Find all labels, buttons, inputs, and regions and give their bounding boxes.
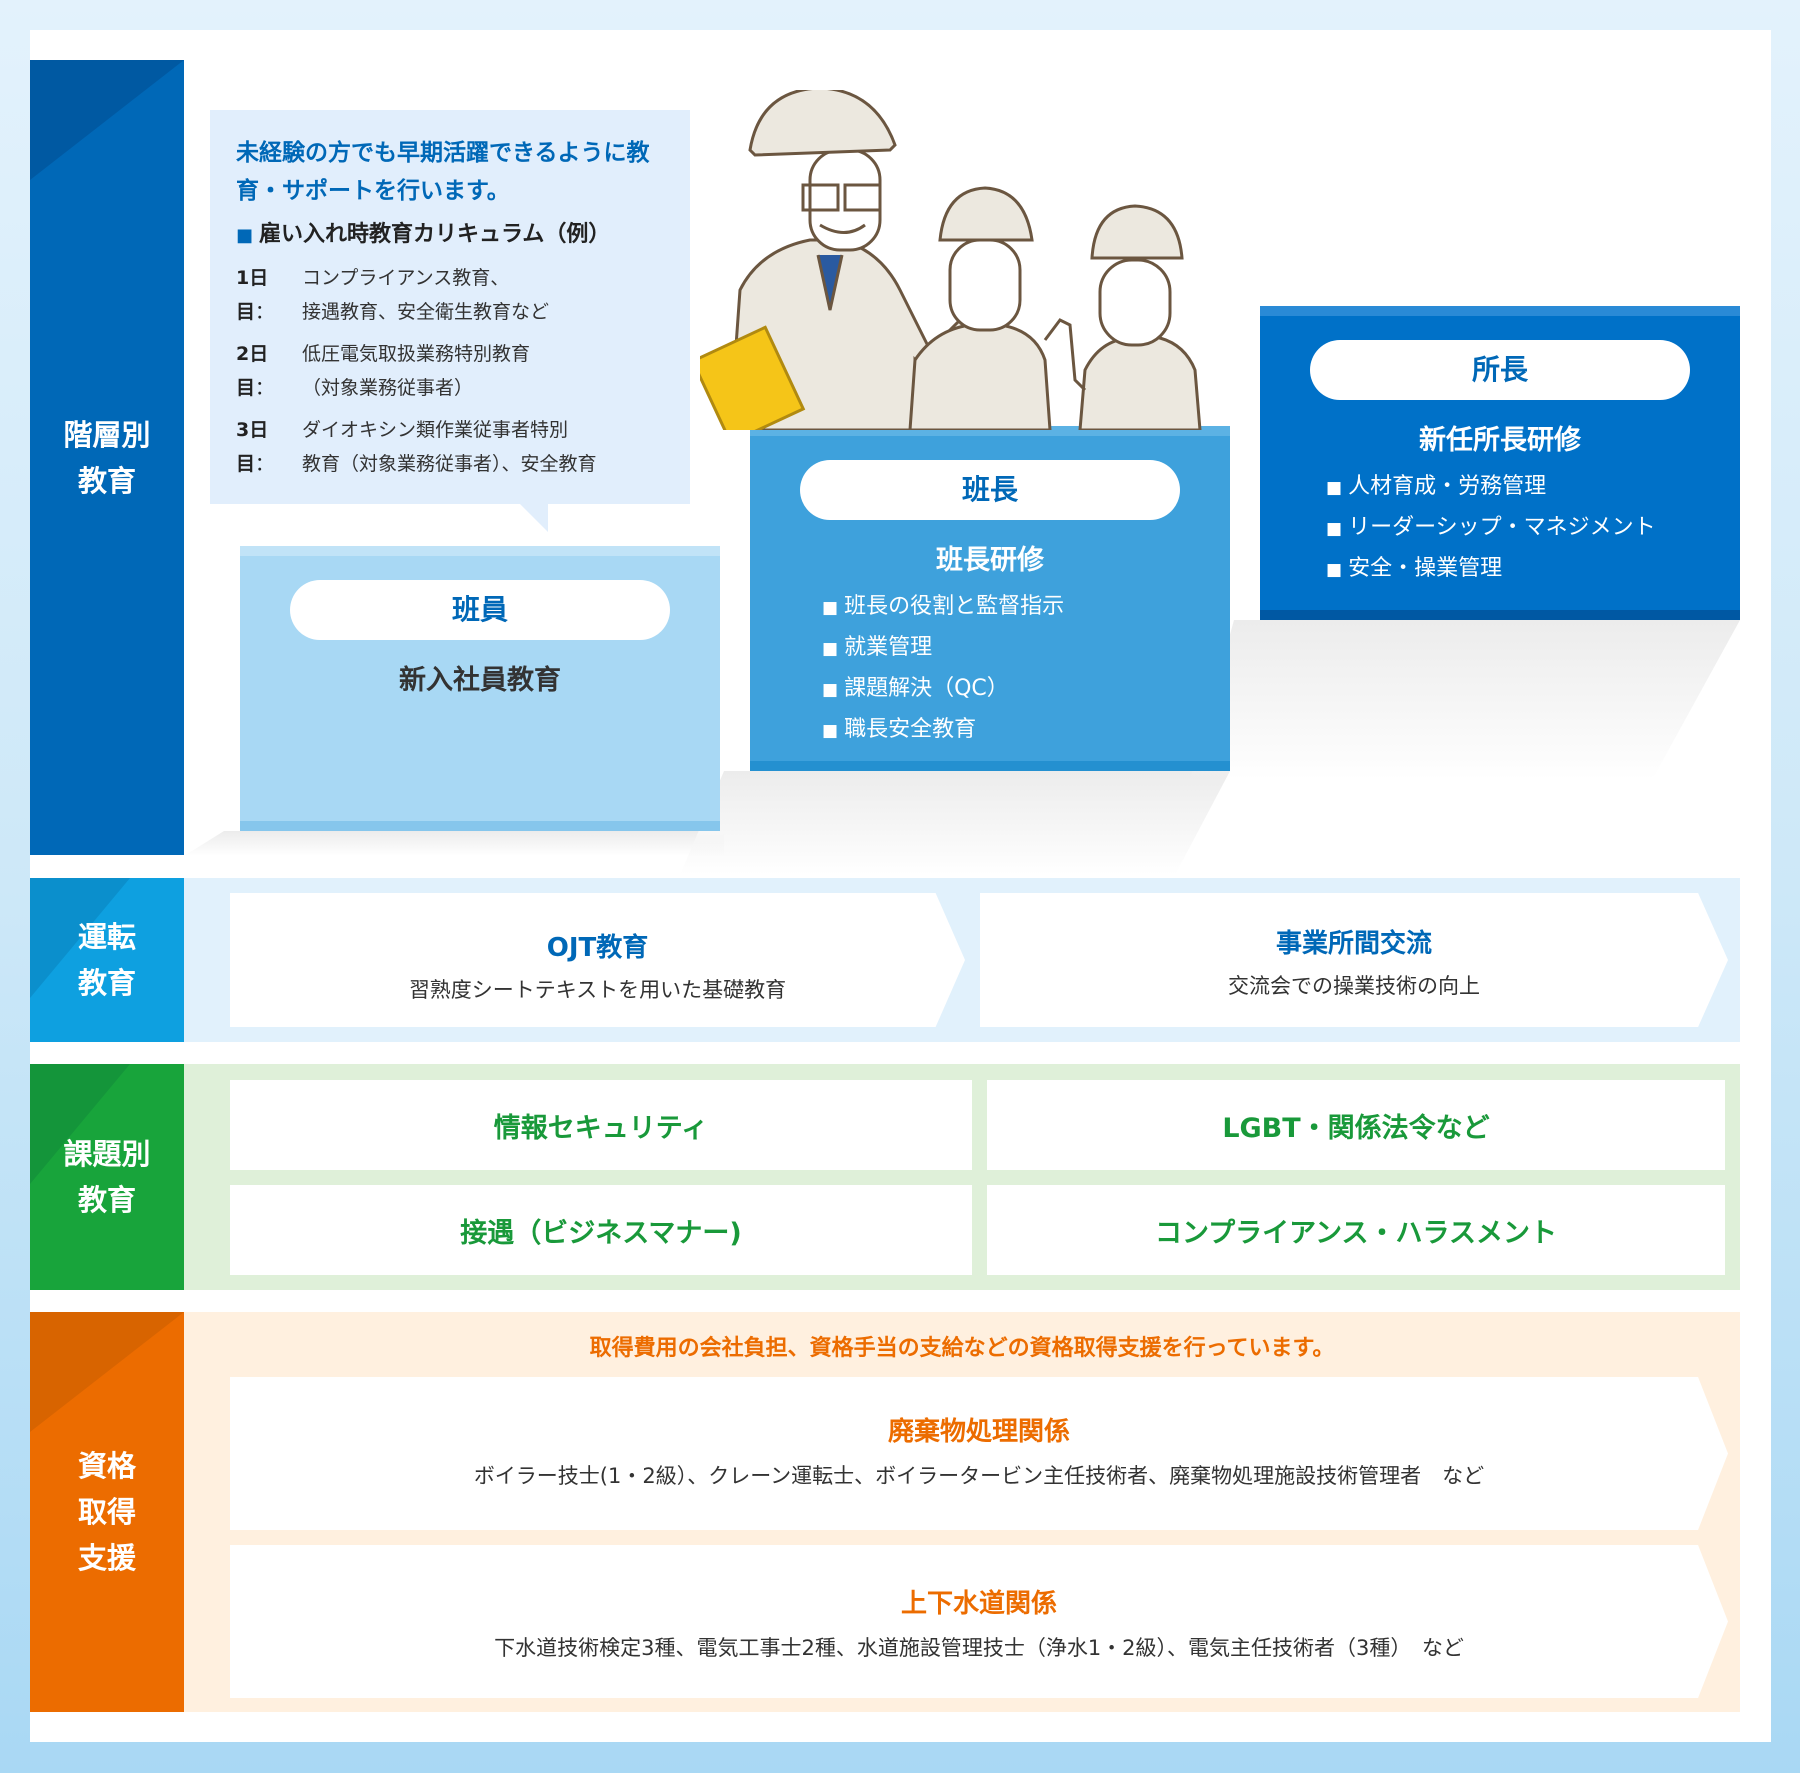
- qualification-item: 上下水道関係 下水道技術検定3種、電気工事士2種、水道施設管理技士（浄水1・2級…: [230, 1545, 1728, 1698]
- role-pill: 班長: [800, 460, 1180, 520]
- curriculum-heading-text: 雇い入れ時教育カリキュラム（例）: [259, 222, 611, 247]
- square-bullet-icon: ■: [822, 598, 839, 618]
- curriculum-day: 1日目： コンプライアンス教育、 接遇教育、安全衛生教育など: [236, 261, 666, 329]
- issue-item: 情報セキュリティ: [230, 1080, 972, 1170]
- level-title: 新任所長研修: [1419, 425, 1581, 456]
- training-list: ■人材育成・労務管理 ■リーダーシップ・マネジメント ■安全・操業管理: [1326, 467, 1740, 590]
- section-label-issue: 課題別 教育: [30, 1064, 184, 1290]
- list-item: ■就業管理: [822, 635, 933, 660]
- curriculum-day: 3日目： ダイオキシン類作業従事者特別 教育（対象業務従事者）、安全教育: [236, 413, 666, 481]
- square-bullet-icon: ■: [236, 225, 254, 246]
- curriculum-day: 2日目： 低圧電気取扱業務特別教育 （対象業務従事者）: [236, 337, 666, 405]
- item-desc: ボイラー技士(1・2級）、クレーン運転士、ボイラータービン主任技術者、廃棄物処理…: [473, 1464, 1485, 1488]
- step-shadow: [1190, 620, 1740, 780]
- bubble-lead-text: 未経験の方でも早期活躍できるように教育・サポートを行います。: [236, 140, 650, 204]
- section-label-text: 運転 教育: [77, 920, 136, 1000]
- section-label-text: 課題別 教育: [63, 1137, 151, 1217]
- curriculum-heading: ■雇い入れ時教育カリキュラム（例）: [236, 218, 666, 253]
- item-title: OJT教育: [546, 933, 649, 963]
- step-shadow: [184, 831, 724, 856]
- list-item: ■安全・操業管理: [1326, 556, 1503, 581]
- item-desc: 下水道技術検定3種、電気工事士2種、水道施設管理技士（浄水1・2級）、電気主任技…: [494, 1636, 1464, 1660]
- level-box-manager: 所長 新任所長研修 ■人材育成・労務管理 ■リーダーシップ・マネジメント ■安全…: [1260, 306, 1740, 620]
- workers-illustration-icon: [700, 90, 1202, 430]
- list-item: ■人材育成・労務管理: [1326, 474, 1547, 499]
- issue-item: コンプライアンス・ハラスメント: [987, 1185, 1725, 1275]
- item-desc: 習熟度シートテキストを用いた基礎教育: [408, 978, 787, 1002]
- day-label: 1日目：: [236, 267, 275, 323]
- square-bullet-icon: ■: [1326, 478, 1343, 498]
- section-label-qualification: 資格 取得 支援: [30, 1312, 184, 1712]
- day-text: ダイオキシン類作業従事者特別 教育（対象業務従事者）、安全教育: [302, 419, 597, 475]
- square-bullet-icon: ■: [1326, 519, 1343, 539]
- section-label-operation: 運転 教育: [30, 878, 184, 1042]
- list-item: ■課題解決（QC）: [822, 676, 1009, 701]
- training-list: ■班長の役割と監督指示 ■就業管理 ■課題解決（QC） ■職長安全教育: [822, 587, 1230, 751]
- square-bullet-icon: ■: [822, 721, 839, 741]
- level-title: 新入社員教育: [399, 665, 561, 696]
- list-item: ■リーダーシップ・マネジメント: [1326, 515, 1656, 540]
- curriculum-speech-bubble: 未経験の方でも早期活躍できるように教育・サポートを行います。 ■雇い入れ時教育カ…: [210, 110, 690, 532]
- step-shadow: [680, 771, 1230, 875]
- role-pill: 所長: [1310, 340, 1690, 400]
- day-label: 2日目：: [236, 343, 275, 399]
- issue-item: LGBT・関係法令など: [987, 1080, 1725, 1170]
- section-label-text: 資格 取得 支援: [77, 1449, 136, 1575]
- operation-item-exchange: 事業所間交流 交流会での操業技術の向上: [980, 893, 1728, 1027]
- item-desc: 交流会での操業技術の向上: [1228, 974, 1480, 998]
- list-item: ■職長安全教育: [822, 717, 977, 742]
- role-pill: 班員: [290, 580, 670, 640]
- item-title: 事業所間交流: [1275, 929, 1432, 959]
- square-bullet-icon: ■: [1326, 560, 1343, 580]
- section-label-hierarchy: 階層別 教育: [30, 60, 184, 855]
- day-text: 低圧電気取扱業務特別教育 （対象業務従事者）: [302, 343, 531, 399]
- day-text: コンプライアンス教育、 接遇教育、安全衛生教育など: [302, 267, 550, 323]
- level-box-member: 班員 新入社員教育: [240, 546, 720, 831]
- qualification-lead: 取得費用の会社負担、資格手当の支給などの資格取得支援を行っています。: [589, 1336, 1335, 1361]
- level-title: 班長研修: [936, 545, 1044, 576]
- square-bullet-icon: ■: [822, 639, 839, 659]
- qualification-item: 廃棄物処理関係 ボイラー技士(1・2級）、クレーン運転士、ボイラータービン主任技…: [230, 1377, 1728, 1530]
- day-label: 3日目：: [236, 419, 275, 475]
- item-title: 廃棄物処理関係: [887, 1417, 1070, 1447]
- operation-item-ojt: OJT教育 習熟度シートテキストを用いた基礎教育: [230, 893, 965, 1027]
- square-bullet-icon: ■: [822, 680, 839, 700]
- list-item: ■班長の役割と監督指示: [822, 594, 1065, 619]
- level-box-leader: 班長 班長研修 ■班長の役割と監督指示 ■就業管理 ■課題解決（QC） ■職長安…: [750, 426, 1230, 771]
- section-label-text: 階層別 教育: [63, 417, 151, 498]
- issue-item: 接遇（ビジネスマナー): [230, 1185, 972, 1275]
- item-title: 上下水道関係: [900, 1589, 1057, 1619]
